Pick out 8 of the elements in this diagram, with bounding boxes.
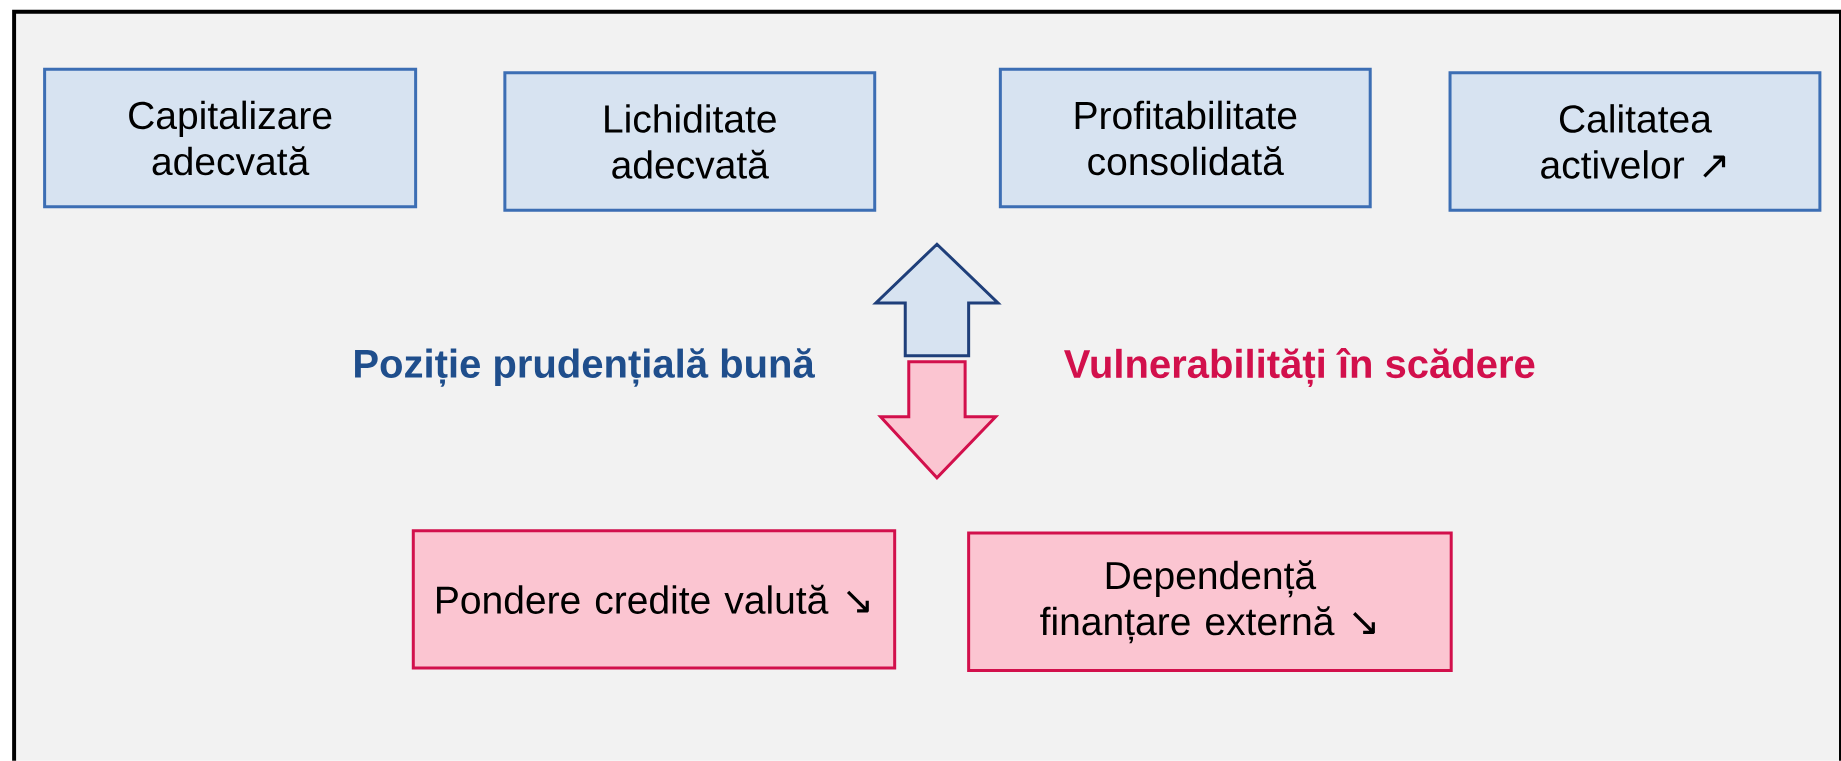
- text-box: Capitalizare adecvată: [43, 67, 418, 209]
- heading-text: Poziție prudențială bună: [355, 348, 815, 387]
- text-box: Dependență finanțare externă ↘: [967, 531, 1453, 672]
- text-box: Lichiditate adecvată: [503, 71, 877, 212]
- text-box: Profitabilitate consolidată: [998, 67, 1372, 209]
- text-box: Calitatea activelor ↗: [1448, 71, 1822, 212]
- heading-text: Vulnerabilități în scădere: [1064, 348, 1535, 388]
- text-box: Pondere credite valută ↘: [411, 529, 897, 670]
